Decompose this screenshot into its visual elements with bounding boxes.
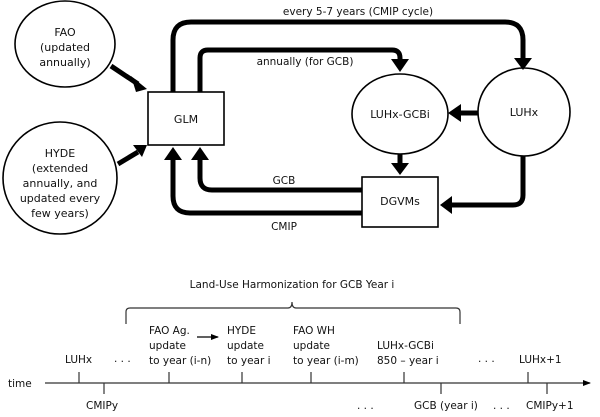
event-label-cmipy-plus-1: CMIPy+1 [526, 400, 574, 412]
luhx-gcbi-node: LUHx-GCBi [351, 73, 449, 155]
event-label-cmipy: CMIPy [86, 400, 118, 412]
event-label-fao-wh: to year (i-m) [293, 355, 359, 367]
dgvms-node: DGVMs [361, 176, 439, 228]
hyde-label-line: updated every [20, 192, 101, 205]
event-label-luhx-gcbi: LUHx-GCBi [377, 340, 434, 352]
ellipsis: . . . [478, 353, 495, 365]
arrow-fao-to-glm [109, 63, 147, 92]
hyde-label-line: annually, and [23, 177, 98, 190]
event-label-gcb-year-i: GCB (year i) [414, 400, 478, 412]
luhx-gcbi-label: LUHx-GCBi [370, 108, 430, 121]
arrow-luhx-to-dgvms [440, 156, 526, 214]
event-label-fao-ag: to year (i-n) [149, 355, 211, 367]
edge-label-annual-gcb: annually (for GCB) [257, 56, 354, 68]
event-label-hyde: HYDE [227, 325, 256, 337]
arrow-hyde-to-glm [116, 145, 147, 167]
arrow-luhx-to-luhx-gcbi [448, 104, 478, 122]
arrow-glm-to-luhx [170, 19, 532, 92]
arrowhead-icon [391, 59, 409, 72]
arrowhead-icon [131, 76, 147, 92]
ellipsis: . . . [114, 353, 131, 365]
event-label-hyde: update [227, 340, 264, 352]
arrowhead-icon [440, 196, 452, 214]
event-label-hyde: to year i [227, 355, 271, 367]
time-axis-label: time [8, 378, 32, 390]
arrow-dgvms-to-glm-cmip [164, 147, 362, 216]
hyde-label-line: HYDE [45, 147, 75, 160]
arrowhead-icon [191, 147, 209, 160]
hyde-node: HYDE (extended annually, and updated eve… [2, 121, 118, 235]
luhx-node: LUHx [477, 67, 571, 157]
glm-label: GLM [174, 113, 198, 126]
hyde-label-line: (extended [32, 162, 88, 175]
event-label-luhx: LUHx [65, 354, 92, 366]
event-label-fao-wh: FAO WH [293, 325, 335, 337]
arrow-luhx-gcbi-to-dgvms [391, 154, 409, 175]
arrowhead-icon [133, 145, 147, 157]
fao-node: FAO (updated annually) [14, 0, 116, 88]
arrowhead-icon [514, 58, 532, 70]
arrowhead-icon [448, 104, 461, 122]
event-label-fao-ag: update [149, 340, 186, 352]
arrowhead-icon [164, 147, 182, 160]
hyde-label-line: few years) [31, 207, 89, 220]
ellipsis: . . . [357, 400, 374, 412]
luhx-label: LUHx [510, 106, 539, 119]
glm-node: GLM [147, 91, 225, 146]
event-label-fao-wh: update [293, 340, 330, 352]
harmonization-bracket [125, 301, 461, 324]
arrow-glm-to-luhx-gcbi [197, 47, 409, 92]
edge-label-cmip-cycle: every 5-7 years (CMIP cycle) [283, 6, 433, 18]
edge-label-cmip: CMIP [271, 221, 297, 233]
ellipsis: . . . [493, 400, 510, 412]
event-label-luhx-gcbi: 850 – year i [377, 355, 439, 367]
fao-label-line: annually) [39, 56, 90, 69]
arrowhead-icon [391, 163, 409, 175]
event-label-luhx-plus-1: LUHx+1 [519, 354, 562, 366]
fao-label-line: (updated [40, 41, 90, 54]
dgvms-label: DGVMs [380, 195, 420, 208]
fao-label-line: FAO [54, 26, 76, 39]
event-label-fao-ag: FAO Ag. [149, 325, 190, 337]
arrow-dgvms-to-glm-gcb [191, 147, 362, 193]
bracket-label: Land-Use Harmonization for GCB Year i [190, 279, 395, 291]
edge-label-gcb: GCB [273, 175, 296, 187]
